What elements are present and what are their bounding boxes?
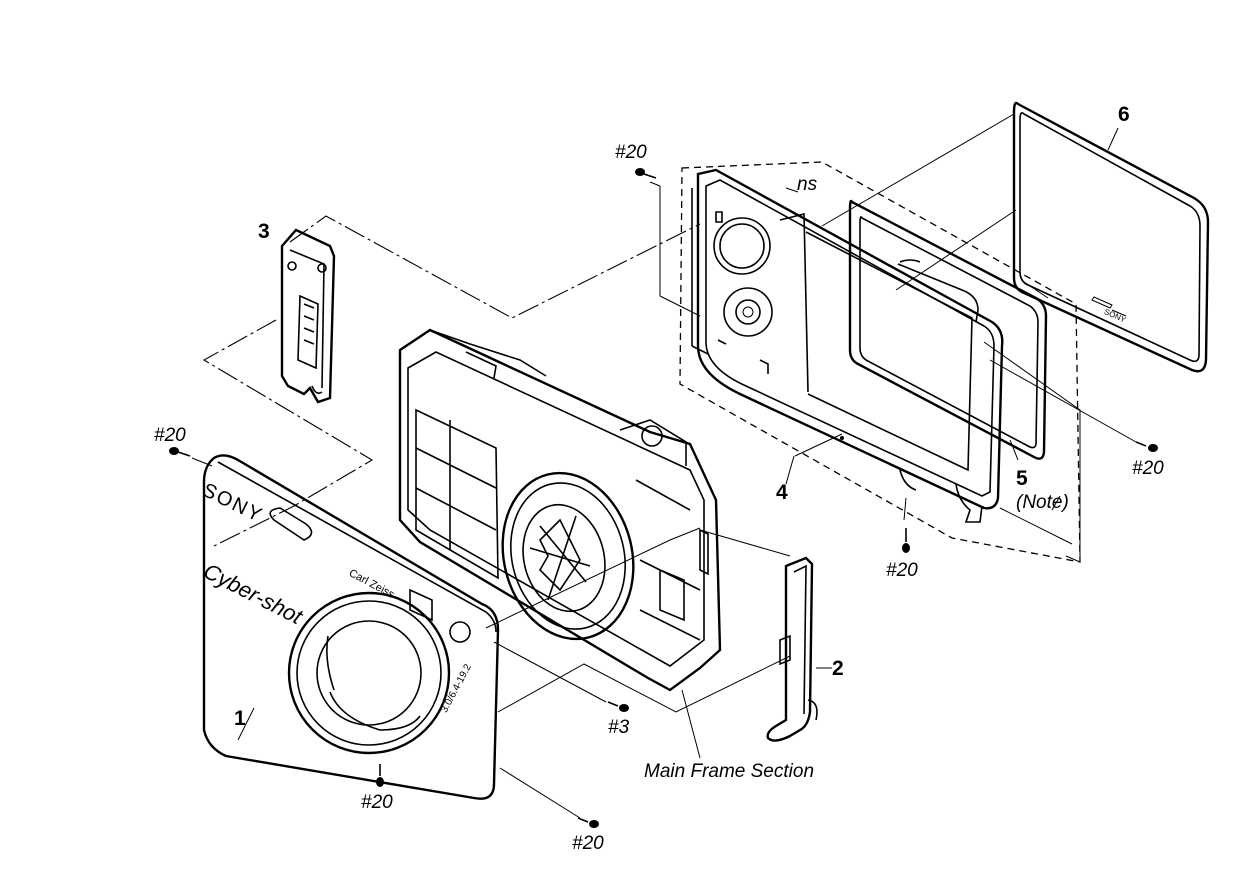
part-label-3: 3 xyxy=(258,220,270,243)
side-cover-2 xyxy=(766,556,818,742)
screw-label-20-lens: #20 xyxy=(361,792,393,813)
screw-label-20-left: #20 xyxy=(154,425,186,446)
main-frame-section xyxy=(398,328,722,692)
part-label-4: 4 xyxy=(776,481,788,504)
screws xyxy=(169,168,1158,828)
screw-3 xyxy=(607,701,629,712)
screw-20-top xyxy=(635,168,657,179)
part-label-2: 2 xyxy=(832,657,844,680)
screw-20-bottom-rear xyxy=(902,528,910,553)
screw-20-right xyxy=(1135,441,1158,452)
screw-20-lens xyxy=(376,764,384,787)
screw-label-20-right: #20 xyxy=(1132,458,1164,479)
part-5-note: (Note) xyxy=(1016,492,1069,513)
part-label-5: 5 xyxy=(1016,467,1028,490)
leader-lines xyxy=(191,113,1137,819)
lcd-module-5 xyxy=(848,199,1048,460)
screw-label-20-top: #20 xyxy=(615,142,647,163)
ns-label: ns xyxy=(797,174,818,195)
screw-label-20-front-bottom: #20 xyxy=(572,833,604,854)
main-frame-section-label: Main Frame Section xyxy=(644,761,815,782)
screw-20-front-bottom xyxy=(577,817,599,828)
front-cabinet-1 xyxy=(202,454,500,800)
screw-label-3: #3 xyxy=(608,717,630,738)
lcd-window-panel-6 xyxy=(1012,101,1210,373)
part-label-1: 1 xyxy=(234,707,246,730)
side-bracket-3 xyxy=(280,228,336,404)
screw-label-20-rear-bottom: #20 xyxy=(886,560,918,581)
screw-20-left xyxy=(169,447,191,457)
part-label-6: 6 xyxy=(1118,103,1130,126)
